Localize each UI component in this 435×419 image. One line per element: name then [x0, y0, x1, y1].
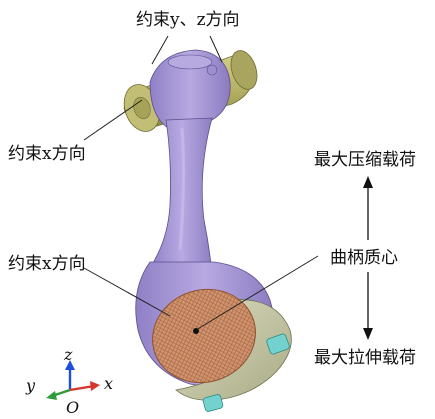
label-big-end-constraint-x: 约束x方向	[8, 256, 86, 273]
compression-arrow	[363, 176, 373, 240]
axis-label-y: y	[26, 378, 35, 394]
label-small-end-constraint-x: 约束x方向	[8, 146, 86, 163]
small-end-eye	[150, 50, 230, 128]
label-max-compression: 最大压缩载荷	[314, 152, 416, 169]
axis-label-origin: O	[66, 400, 79, 416]
label-crank-center: 曲柄质心	[330, 250, 398, 267]
axis-label-x: x	[104, 376, 113, 392]
x-axis-arrow	[70, 386, 94, 390]
coordinate-triad	[46, 360, 100, 400]
tension-arrow	[363, 272, 373, 340]
label-constraint-yz: 约束y、z方向	[136, 12, 240, 29]
axis-label-z: z	[64, 347, 72, 363]
label-max-tension: 最大拉伸载荷	[314, 350, 416, 367]
crank-centroid-dot	[193, 328, 199, 334]
